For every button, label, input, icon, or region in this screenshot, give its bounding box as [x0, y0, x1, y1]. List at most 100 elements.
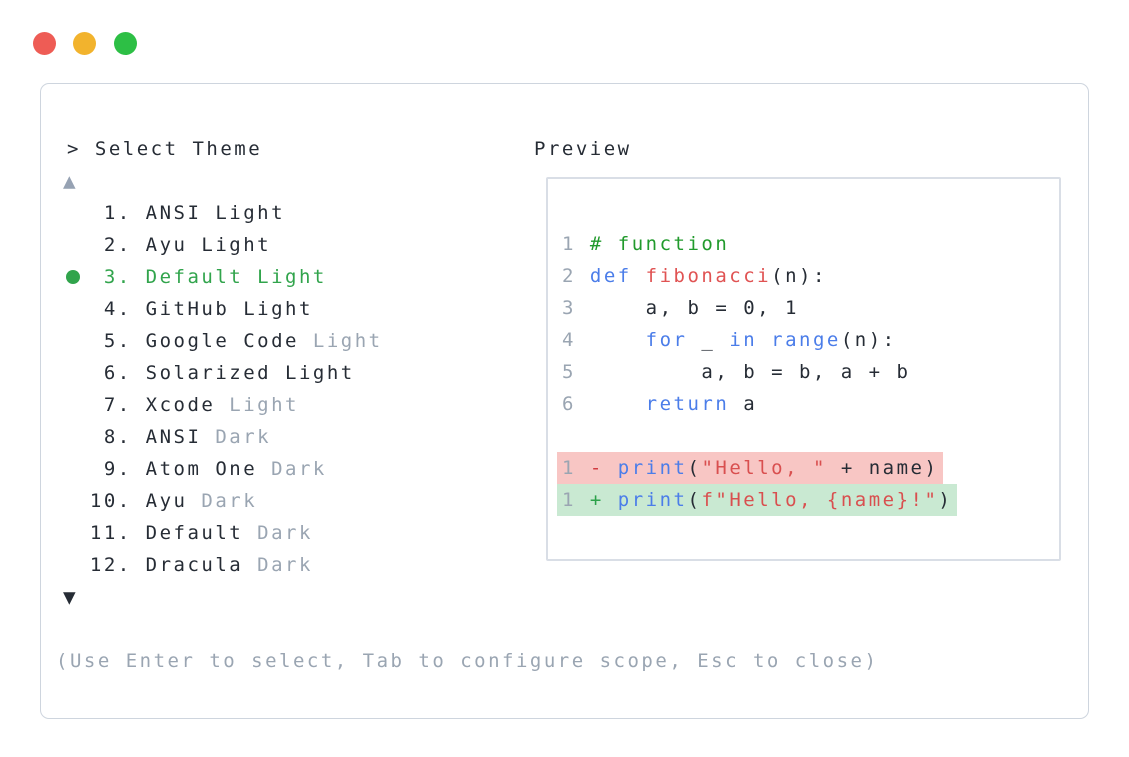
theme-item-label: Xcode — [145, 394, 216, 416]
code-token-plain: a, b = 0, 1 — [589, 297, 799, 319]
code-token-plain: _ — [687, 329, 730, 351]
code-line: 2 def fibonacci(n): — [562, 260, 1059, 292]
line-number: 4 — [562, 329, 590, 351]
code-token-keyword: in — [729, 329, 758, 351]
theme-list-item[interactable]: 4. GitHub Light — [62, 293, 383, 325]
code-token-plain: (n): — [771, 265, 827, 287]
window-minimize-button[interactable] — [73, 32, 96, 55]
code-token-plain: + name) — [826, 457, 939, 479]
code-token-plus: + — [589, 489, 618, 511]
code-token-comment: # function — [589, 233, 730, 255]
theme-item-number: 4. — [62, 298, 146, 320]
theme-list-item[interactable]: 3. Default Light — [62, 261, 383, 293]
scroll-down-indicator-icon[interactable]: ▼ — [63, 585, 76, 609]
theme-item-variant-label: Light — [298, 330, 383, 352]
line-number: 5 — [562, 361, 590, 383]
theme-list-item[interactable]: 11. Default Dark — [62, 517, 383, 549]
theme-item-label: Dracula — [145, 554, 244, 576]
theme-item-number: 2. — [62, 234, 146, 256]
theme-item-variant-label: Dark — [243, 522, 313, 544]
diff-highlight: 1 + print(f"Hello, {name}!") — [557, 484, 958, 516]
theme-item-number: 7. — [62, 394, 146, 416]
line-number: 1 — [562, 489, 590, 511]
theme-item-label: Default — [145, 522, 244, 544]
theme-item-number: 3. — [62, 266, 146, 288]
theme-list: 1. ANSI Light 2. Ayu Light 3. Default Li… — [62, 197, 383, 581]
window-close-button[interactable] — [33, 32, 56, 55]
theme-item-label: Google Code — [145, 330, 299, 352]
theme-item-label: Solarized Light — [145, 362, 355, 384]
theme-item-number: 6. — [62, 362, 146, 384]
code-token-plain: a, b = b, a + b — [589, 361, 911, 383]
theme-item-label: GitHub Light — [145, 298, 313, 320]
theme-item-variant-label: Dark — [243, 554, 313, 576]
code-token-plain — [590, 329, 646, 351]
theme-item-label: Atom One — [145, 458, 258, 480]
theme-item-number: 12. — [62, 554, 146, 576]
code-line: 4 for _ in range(n): — [562, 324, 1059, 356]
code-line: 5 a, b = b, a + b — [562, 356, 1059, 388]
theme-selector-dialog: > Select Theme ▲ 1. ANSI Light 2. Ayu Li… — [40, 83, 1089, 719]
code-token-plain: a — [729, 393, 758, 415]
theme-item-number: 9. — [62, 458, 146, 480]
theme-list-item[interactable]: 7. Xcode Light — [62, 389, 383, 421]
scroll-up-indicator-icon[interactable]: ▲ — [63, 169, 76, 193]
code-token-keyword: return — [645, 393, 730, 415]
line-number: 1 — [562, 457, 590, 479]
theme-item-label: ANSI Light — [145, 202, 286, 224]
theme-item-variant-label: Dark — [187, 490, 258, 512]
theme-item-number: 5. — [62, 330, 146, 352]
code-token-keyword: print — [617, 457, 688, 479]
diff-added-line: 1 + print(f"Hello, {name}!") — [557, 484, 1059, 516]
theme-list-item[interactable]: 5. Google Code Light — [62, 325, 383, 357]
theme-item-label: Ayu Light — [145, 234, 272, 256]
theme-list-item[interactable]: 8. ANSI Dark — [62, 421, 383, 453]
code-token-func: fibonacci — [645, 265, 772, 287]
line-number: 1 — [562, 233, 590, 255]
theme-item-number: 1. — [62, 202, 146, 224]
code-token-plain: (n): — [840, 329, 897, 351]
code-token-string: "Hello, " — [701, 457, 827, 479]
line-number: 2 — [562, 265, 590, 287]
theme-item-number: 10. — [62, 490, 146, 512]
theme-item-label: Default Light — [145, 266, 327, 288]
code-token-keyword: for — [645, 329, 688, 351]
code-line: 3 a, b = 0, 1 — [562, 292, 1059, 324]
code-token-minus: - — [589, 457, 618, 479]
diff-removed-line: 1 - print("Hello, " + name) — [557, 452, 1059, 484]
code-token-plain — [632, 265, 646, 287]
code-token-plain: ( — [687, 457, 702, 479]
code-token-plain: ( — [687, 489, 702, 511]
code-line: 6 return a — [562, 388, 1059, 420]
theme-item-label: Ayu — [145, 490, 188, 512]
theme-item-variant-label: Dark — [257, 458, 327, 480]
theme-list-item[interactable]: 1. ANSI Light — [62, 197, 383, 229]
preview-title: Preview — [534, 138, 632, 160]
help-text: (Use Enter to select, Tab to configure s… — [56, 650, 879, 672]
theme-list-item[interactable]: 12. Dracula Dark — [62, 549, 383, 581]
code-token-plain — [590, 393, 646, 415]
theme-item-label: ANSI — [145, 426, 202, 448]
code-token-keyword: def — [589, 265, 632, 287]
theme-item-number: 8. — [62, 426, 146, 448]
code-token-plain — [757, 329, 771, 351]
theme-list-item[interactable]: 10. Ayu Dark — [62, 485, 383, 517]
window-zoom-button[interactable] — [114, 32, 137, 55]
line-number: 3 — [562, 297, 590, 319]
theme-list-item[interactable]: 9. Atom One Dark — [62, 453, 383, 485]
diff-highlight: 1 - print("Hello, " + name) — [557, 452, 944, 484]
code-line: 1 # function — [562, 228, 1059, 260]
theme-list-item[interactable]: 2. Ayu Light — [62, 229, 383, 261]
code-token-keyword: range — [771, 329, 841, 351]
theme-item-variant-label: Light — [215, 394, 299, 416]
code-token-string: f"Hello, {name}!" — [701, 489, 939, 511]
theme-item-variant-label: Dark — [201, 426, 272, 448]
code-token-plain: ) — [938, 489, 953, 511]
dialog-title: > Select Theme — [67, 138, 263, 160]
line-number: 6 — [562, 393, 590, 415]
theme-list-item[interactable]: 6. Solarized Light — [62, 357, 383, 389]
code-line — [562, 420, 1059, 452]
